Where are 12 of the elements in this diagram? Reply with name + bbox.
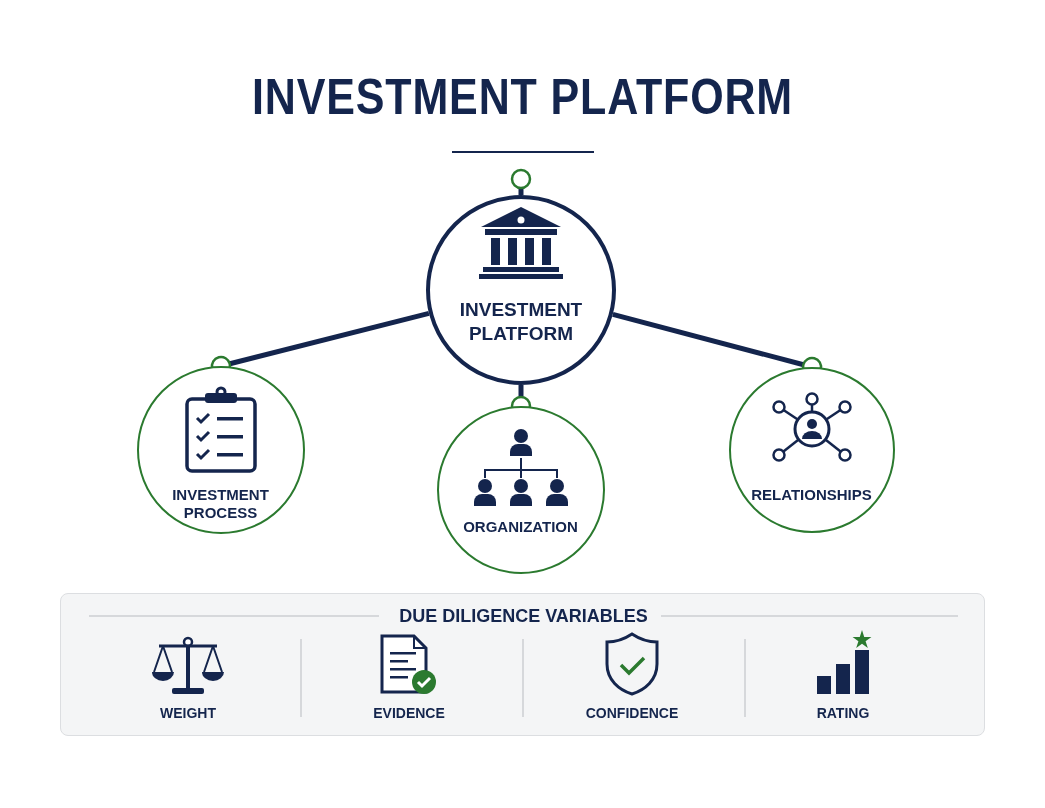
variables-panel bbox=[60, 593, 985, 736]
title: INVESTMENT PLATFORM bbox=[250, 68, 795, 126]
node-label: RELATIONSHIPS bbox=[750, 485, 873, 505]
node-label: ORGANIZATION bbox=[462, 517, 579, 537]
variable-label: WEIGHT bbox=[159, 705, 217, 721]
variable-label: EVIDENCE bbox=[372, 705, 446, 721]
node-label: INVESTMENT PROCESS bbox=[171, 485, 270, 523]
variable-label: RATING bbox=[815, 705, 871, 721]
connector-line bbox=[510, 168, 532, 195]
node-label: INVESTMENT PLATFORM bbox=[458, 298, 584, 346]
variable-label: CONFIDENCE bbox=[584, 705, 680, 721]
panel-heading: DUE DILIGENCE VARIABLES bbox=[398, 606, 649, 627]
